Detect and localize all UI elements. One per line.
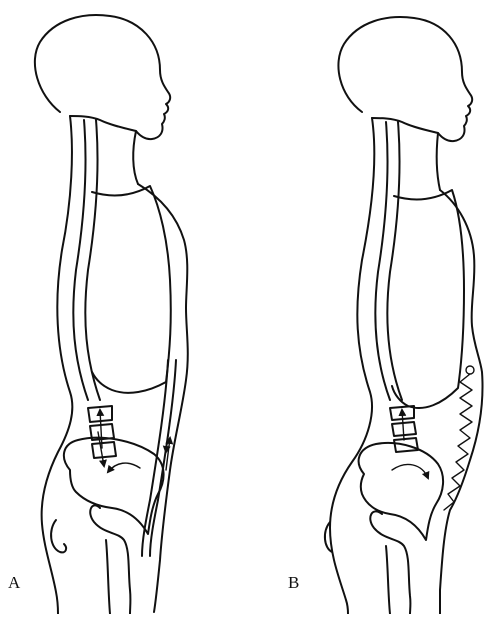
figure-a-thigh-inner	[106, 540, 110, 614]
figure-b-slumped-posture	[325, 17, 483, 614]
figure-b-front-contour	[440, 190, 483, 614]
panel-label-a: A	[8, 574, 20, 591]
figure-a-head-outline	[35, 15, 170, 139]
figure-a-arrow-pelvis-rotate	[108, 463, 140, 472]
figure-a-pelvis	[64, 438, 164, 534]
figure-b-arrow-pelvis-rotate	[392, 464, 428, 478]
figure-a-spine-posterior	[73, 120, 88, 400]
figure-b-back-contour	[330, 118, 374, 614]
figure-a-chest-cavity	[92, 186, 171, 393]
figure-b-chest-cavity	[392, 190, 464, 408]
figure-a-front-contour	[138, 184, 188, 612]
figure-a-back-contour	[42, 116, 73, 614]
panel-label-b: B	[288, 574, 299, 591]
figure-b-spine-anterior	[387, 122, 402, 400]
figure-a-upright-posture	[35, 15, 188, 614]
figure-b-femur	[370, 511, 410, 614]
figure-a-spine-anterior	[85, 120, 100, 400]
figure-b-head-outline	[338, 17, 472, 141]
figure-b-thigh-inner	[386, 546, 390, 614]
figure-b-neck-front	[437, 133, 440, 190]
figure-a-gluteal-curve	[51, 520, 66, 552]
figure-b-slack-abdominal-wall	[444, 374, 472, 510]
figure-a-lumbar-vertebrae	[88, 406, 116, 458]
figure-a-femur	[90, 505, 130, 614]
figure-b-spine-posterior	[375, 122, 390, 400]
figure-b-abdominal-wall-anchor	[466, 366, 474, 374]
figure-a-neck-front	[133, 131, 138, 184]
